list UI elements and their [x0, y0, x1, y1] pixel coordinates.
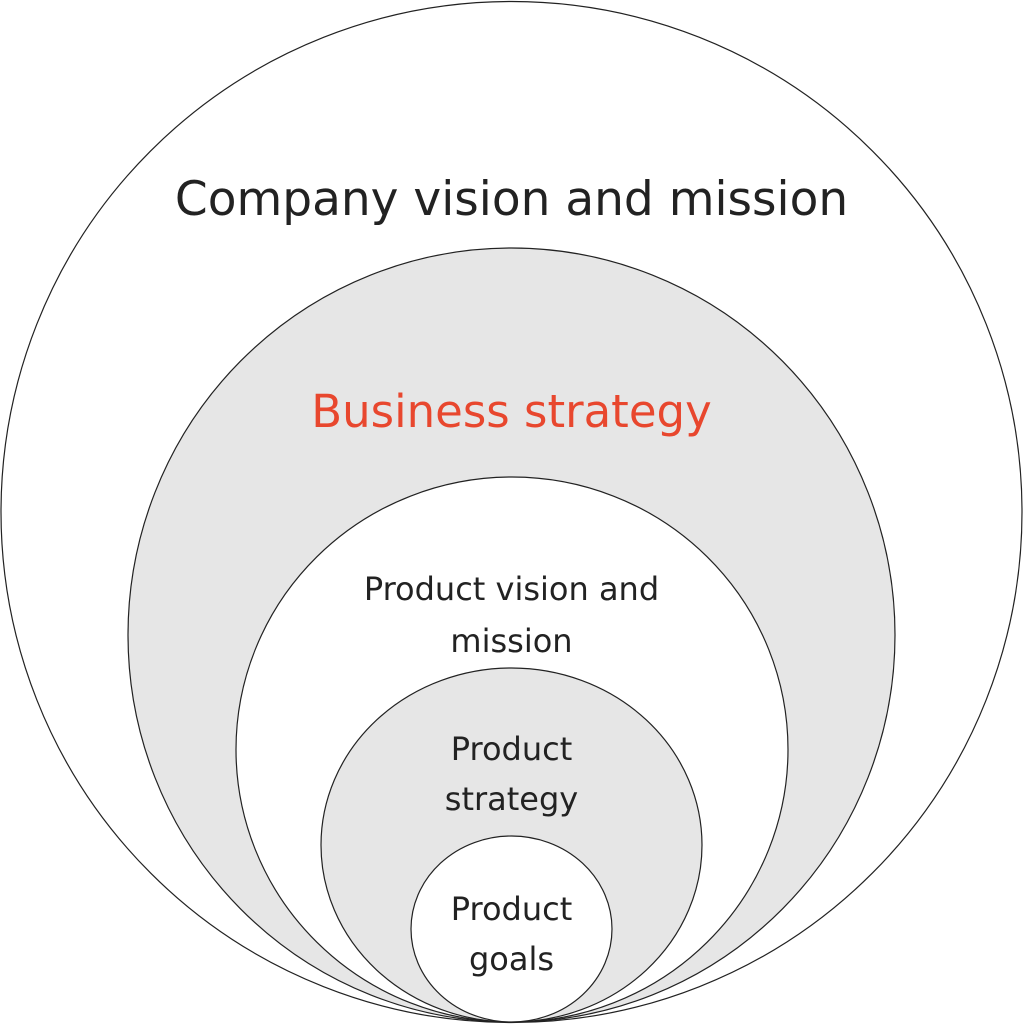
business-strategy-label: Business strategy [0, 385, 1023, 438]
label-line: goals [468, 940, 555, 978]
label-line: Business strategy [311, 385, 712, 438]
label-line: strategy [444, 780, 579, 818]
label-line: Product [450, 890, 573, 928]
label-line: Company vision and mission [174, 172, 849, 227]
product-goals-circle [410, 835, 613, 1023]
product-strategy-label: Product strategy [0, 724, 1023, 824]
label-line: Product [450, 730, 573, 768]
product-vision-label: Product vision and mission [0, 563, 1023, 667]
product-goals-label: Product goals [0, 884, 1023, 984]
company-vision-label: Company vision and mission [0, 172, 1023, 227]
label-line: mission [450, 622, 573, 660]
label-line: Product vision and [363, 570, 660, 608]
